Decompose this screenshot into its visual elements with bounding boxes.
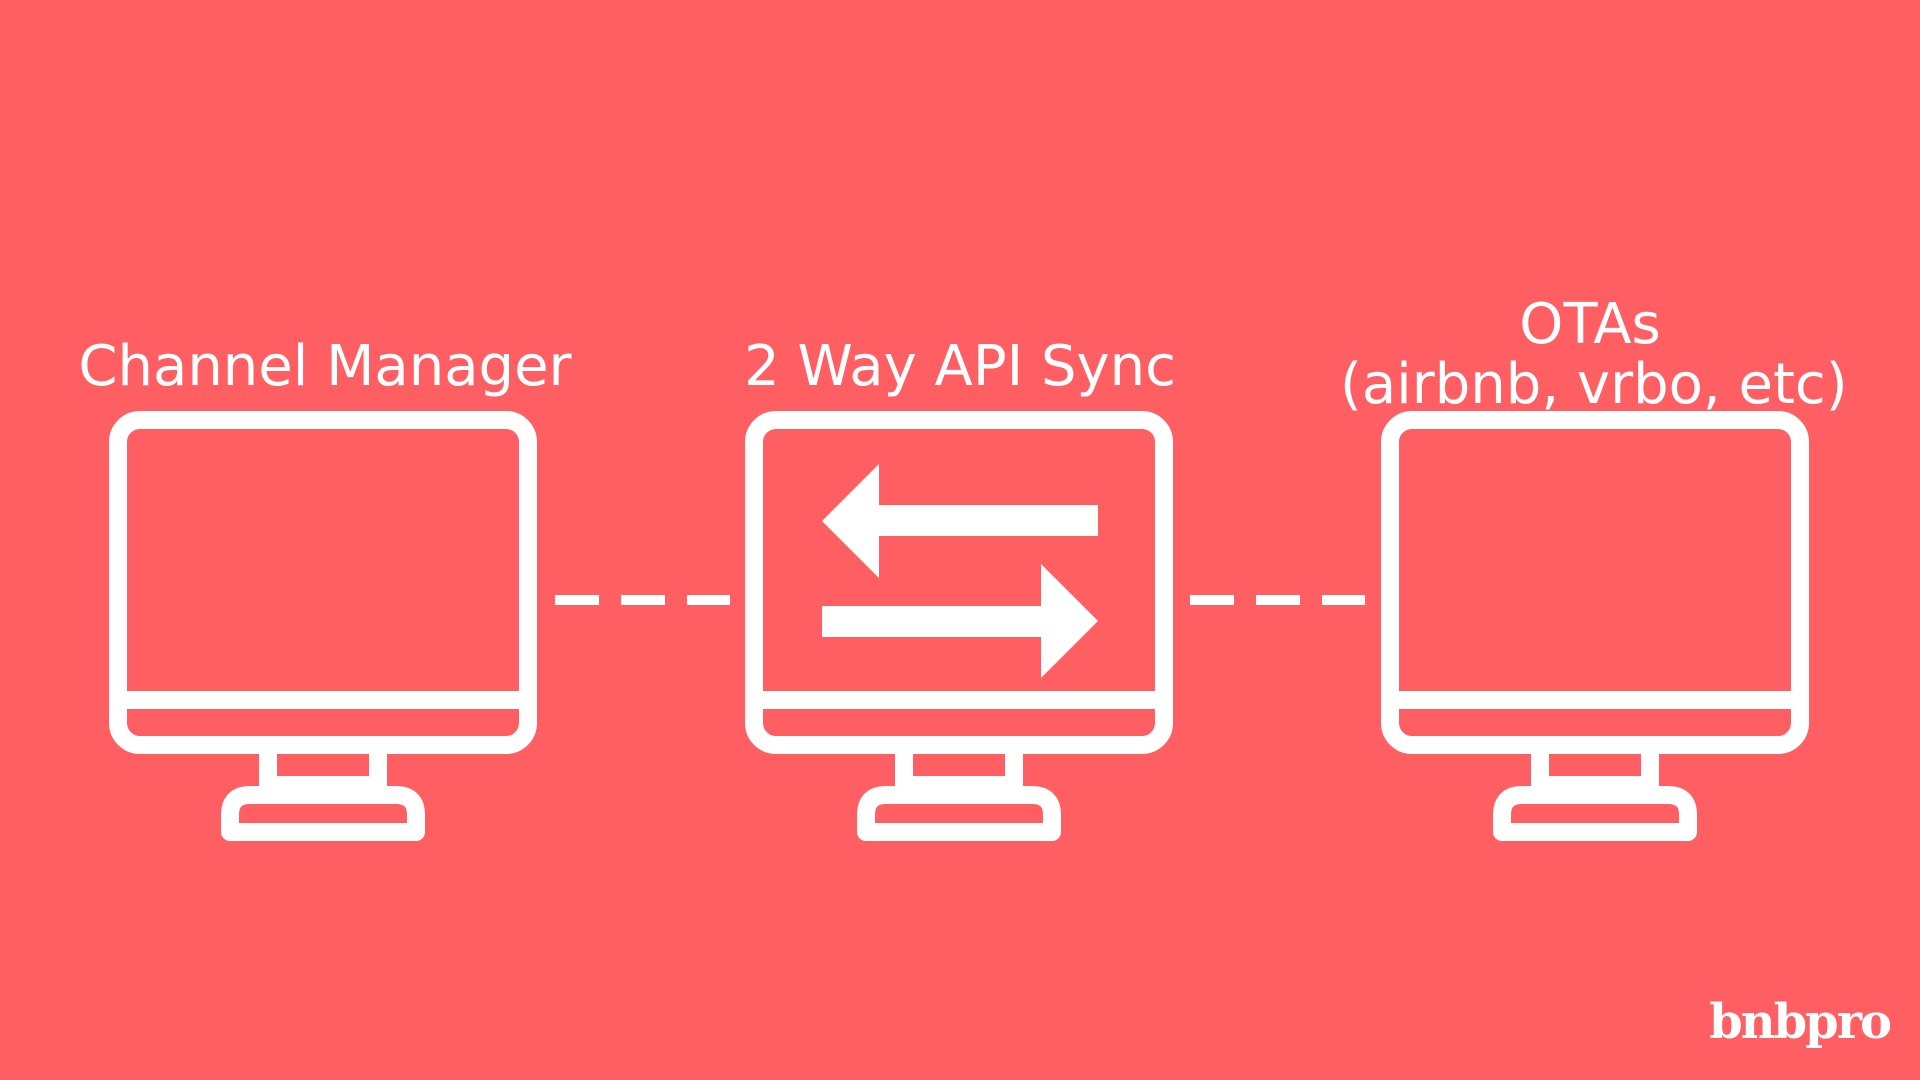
swap-arrows-icon xyxy=(822,464,1098,678)
monitor-icon xyxy=(1381,411,1809,841)
brand-logo: bnbpro xyxy=(1709,994,1892,1050)
monitor-icon xyxy=(109,411,537,841)
channel-manager-label: Channel Manager xyxy=(78,334,572,399)
otas-sublabel: (airbnb, vrbo, etc) xyxy=(1340,352,1848,417)
otas-label: OTAs xyxy=(1519,292,1661,357)
api-sync-label: 2 Way API Sync xyxy=(744,334,1176,399)
monitor-with-swap-arrows-icon xyxy=(745,411,1173,841)
